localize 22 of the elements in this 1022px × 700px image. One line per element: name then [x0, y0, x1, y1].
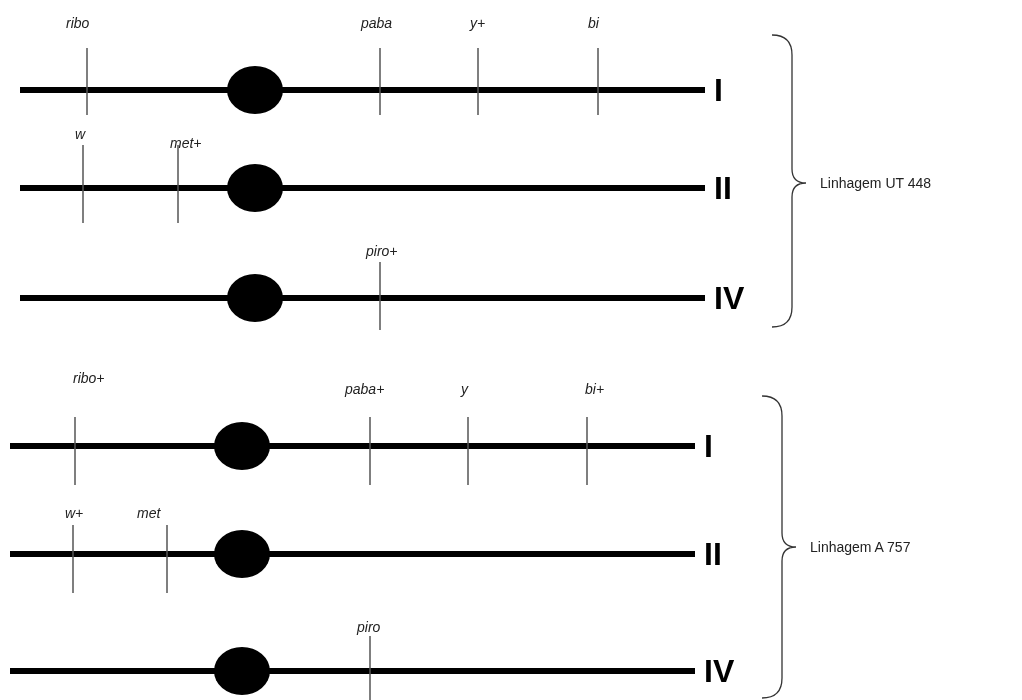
gene-label: y+	[470, 16, 486, 30]
gene-label: met+	[170, 136, 202, 150]
chromosome-number: II	[704, 538, 722, 570]
chromosome-number: IV	[704, 655, 735, 687]
gene-label: w+	[65, 506, 84, 520]
chromosome-number: I	[704, 430, 713, 462]
gene-label: bi+	[585, 382, 605, 396]
gene-label: ribo	[66, 16, 90, 30]
strain-label: Linhagem UT 448	[820, 176, 932, 190]
gene-label: piro	[357, 620, 381, 634]
strain-label: Linhagem A 757	[810, 540, 911, 554]
chromosome-number: IV	[714, 282, 745, 314]
gene-label: paba	[361, 16, 393, 30]
gene-label: piro+	[366, 244, 398, 258]
gene-label: y	[461, 382, 468, 396]
chromosome-number: I	[714, 74, 723, 106]
gene-label: ribo+	[73, 371, 105, 385]
gene-label: bi	[588, 16, 599, 30]
gene-label: met	[137, 506, 161, 520]
chromosome-number: II	[714, 172, 732, 204]
gene-label: w	[75, 127, 86, 141]
gene-label: paba+	[345, 382, 385, 396]
